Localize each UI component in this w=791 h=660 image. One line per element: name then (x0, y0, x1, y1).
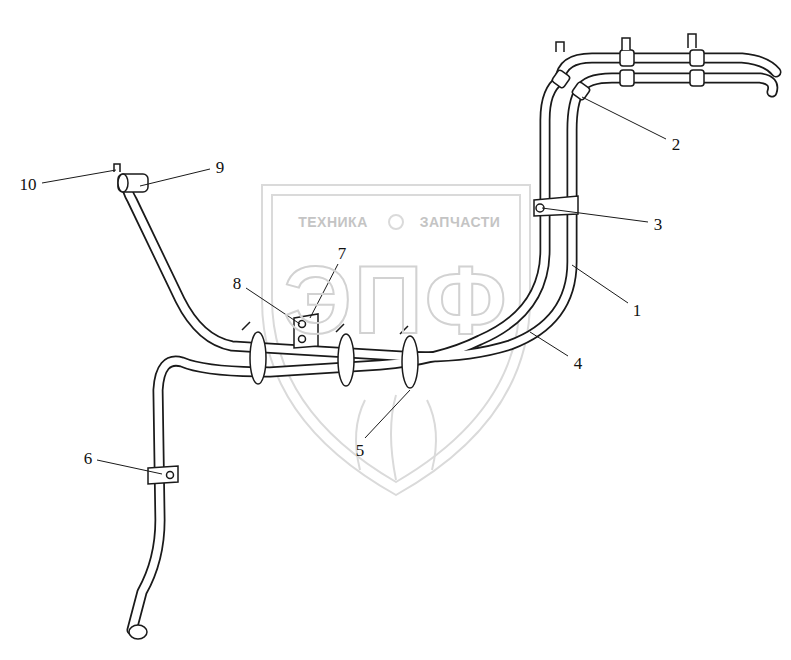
callout-number: 8 (233, 275, 242, 292)
watermark-text: ТЕХНИКА (298, 215, 368, 229)
callout-number: 6 (84, 450, 93, 467)
watermark-text: ЗАПЧАСТИ (420, 215, 501, 229)
callout-number: 2 (672, 136, 681, 153)
callout-number: 3 (654, 216, 663, 233)
callout-number: 1 (633, 302, 642, 319)
callout-number: 5 (356, 442, 365, 459)
watermark-text: ЭПФ (283, 252, 508, 348)
watermark-shield (262, 185, 530, 495)
leader-lines (42, 97, 666, 474)
callout-number: 4 (574, 355, 583, 372)
callout-number: 9 (216, 159, 225, 176)
callout-number: 10 (20, 176, 37, 193)
